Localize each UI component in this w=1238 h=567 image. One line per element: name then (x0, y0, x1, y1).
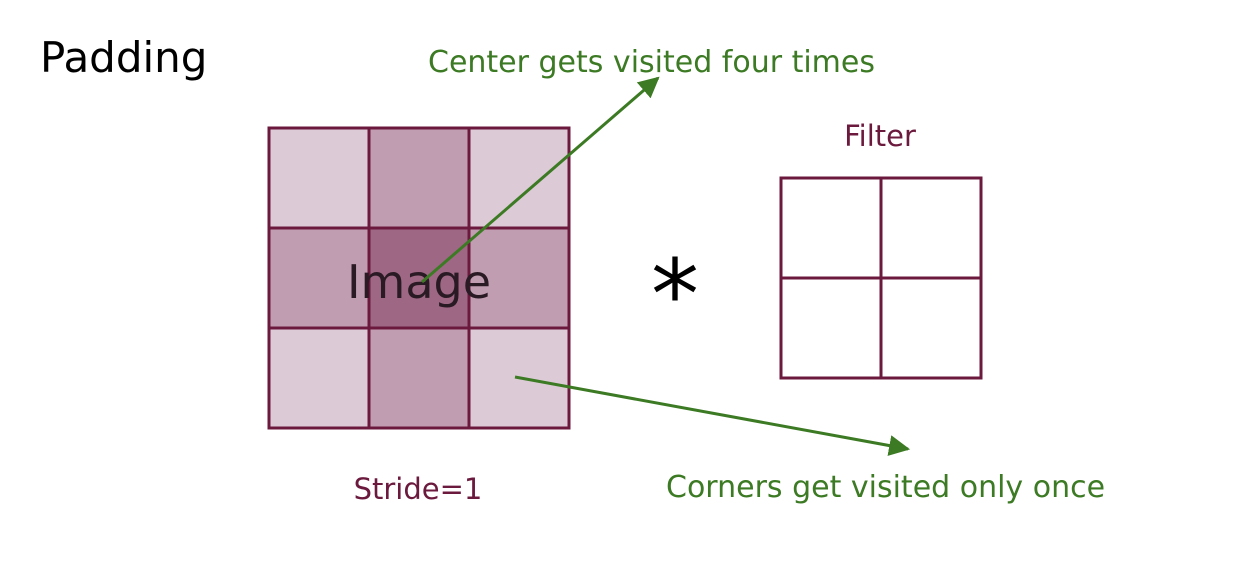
corner-annotation: Corners get visited only once (666, 470, 1105, 505)
image-label: Image (347, 255, 491, 309)
filter-cell-r1-c1 (879, 276, 983, 380)
filter-cell-r1-c0 (779, 276, 883, 380)
image-grid (267, 126, 571, 430)
filter-cell-r0-c0 (779, 176, 883, 280)
filter-grid (779, 176, 983, 380)
image-cell-r0-c1 (367, 126, 471, 230)
corner-arrow (514, 375, 911, 456)
filter-label: Filter (844, 119, 916, 153)
image-cell-r2-c0 (267, 326, 371, 430)
image-cell-r0-c2 (467, 126, 571, 230)
image-cell-r1-c2 (467, 226, 571, 330)
center-arrow (421, 76, 660, 284)
slide-title: Padding (40, 33, 207, 82)
center-annotation: Center gets visited four times (428, 45, 875, 80)
stride-label: Stride=1 (354, 472, 483, 506)
image-cell-r0-c0 (267, 126, 371, 230)
image-cell-r2-c1 (367, 326, 471, 430)
convolution-operator-icon: * (651, 239, 699, 351)
filter-cell-r0-c1 (879, 176, 983, 280)
